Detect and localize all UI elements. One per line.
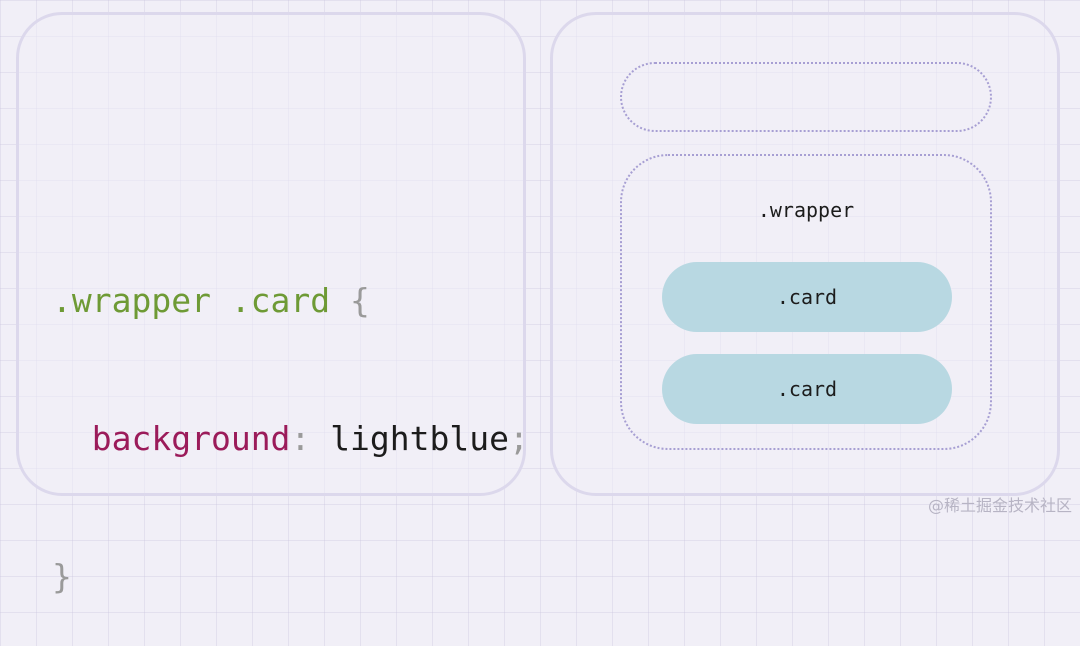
card-element-1: .card	[662, 262, 952, 332]
open-brace: {	[350, 281, 370, 320]
card-label: .card	[776, 285, 838, 309]
css-code-block: .wrapper .card { background: lightblue; …	[52, 186, 529, 646]
code-line-2: background: lightblue;	[52, 416, 529, 462]
code-panel	[16, 12, 526, 496]
card-element-2: .card	[662, 354, 952, 424]
code-line-3: }	[52, 554, 529, 600]
sibling-element-outline	[620, 62, 992, 132]
css-selector: .wrapper .card	[52, 281, 331, 320]
card-label: .card	[776, 377, 838, 401]
semicolon: ;	[509, 419, 529, 458]
css-value: lightblue	[330, 419, 509, 458]
colon: :	[290, 419, 311, 458]
code-line-1: .wrapper .card {	[52, 278, 529, 324]
css-property: background	[91, 419, 291, 458]
wrapper-label: .wrapper	[757, 198, 855, 222]
wrapper-element: .wrapper .card .card	[620, 154, 992, 450]
close-brace: }	[52, 557, 72, 596]
watermark: @稀土掘金技术社区	[927, 496, 1072, 515]
